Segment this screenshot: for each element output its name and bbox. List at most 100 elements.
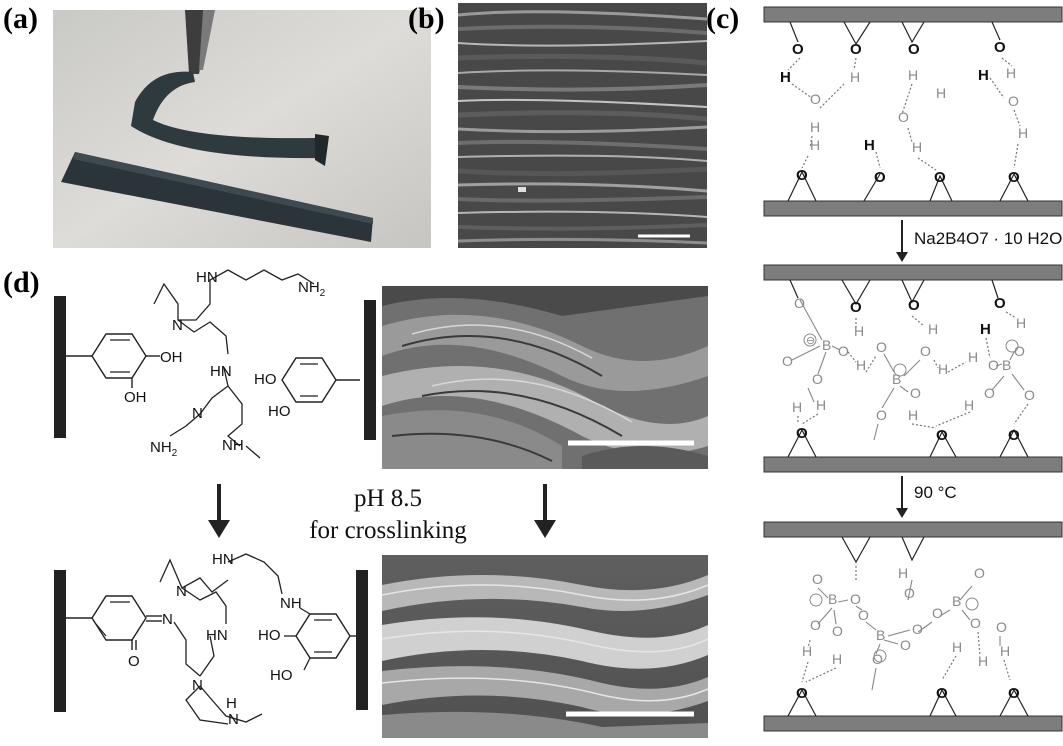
svg-text:O: O: [994, 295, 1006, 312]
top-chemical-structure: OH OH HN NH2 N HN N NH2 NH HO HO: [50, 256, 364, 471]
svg-text:H: H: [978, 67, 989, 84]
svg-text:O: O: [810, 91, 821, 107]
svg-text:H: H: [792, 399, 802, 415]
svg-text:O: O: [850, 591, 861, 607]
svg-text:H: H: [978, 653, 988, 669]
svg-text:O: O: [936, 685, 948, 702]
svg-text:HN: HN: [210, 363, 232, 380]
svg-text:O: O: [812, 571, 823, 587]
panel-b-sem-image: [458, 3, 707, 248]
svg-text:O: O: [782, 353, 793, 369]
svg-text:O: O: [988, 357, 999, 373]
svg-text:O: O: [1008, 427, 1020, 444]
svg-text:HN: HN: [212, 551, 234, 568]
svg-text:H: H: [1006, 65, 1016, 81]
svg-text:NH: NH: [222, 437, 244, 454]
svg-text:O: O: [858, 607, 869, 623]
svg-text:O: O: [1008, 685, 1020, 702]
svg-text:HO: HO: [254, 371, 277, 388]
panel-d-sem-bottom: [382, 555, 708, 738]
left-down-arrow: [206, 484, 232, 540]
svg-text:O: O: [994, 39, 1006, 56]
svg-text:O: O: [796, 425, 808, 442]
svg-text:O: O: [1014, 343, 1025, 359]
right-down-arrow: [532, 484, 558, 540]
svg-text:O: O: [128, 653, 140, 670]
svg-text:H: H: [938, 361, 948, 377]
svg-text:O: O: [912, 621, 923, 637]
svg-text:H: H: [802, 643, 812, 659]
svg-text:O: O: [872, 651, 883, 667]
bottom-chemical-structure: N O HN N HN NH N H N HO HO: [50, 548, 360, 738]
reagent-label: Na2B4O7 · 10 H2O: [914, 229, 1062, 248]
svg-text:H: H: [226, 695, 237, 712]
svg-text:HO: HO: [258, 627, 281, 644]
svg-text:B: B: [892, 371, 901, 387]
svg-text:HO: HO: [270, 667, 293, 684]
svg-text:O: O: [936, 427, 948, 444]
panel-d-sem-top: [382, 286, 708, 469]
top-right-substrate-bar: [364, 300, 376, 440]
svg-text:O: O: [974, 565, 985, 581]
panel-label-d: (d): [3, 266, 40, 299]
svg-text:B: B: [1002, 357, 1011, 373]
svg-text:H: H: [980, 321, 991, 338]
svg-text:H: H: [810, 137, 820, 153]
svg-text:O: O: [1008, 169, 1020, 186]
svg-text:N: N: [228, 711, 239, 728]
svg-text:NH: NH: [280, 595, 302, 612]
svg-text:H: H: [936, 85, 946, 101]
svg-text:O: O: [796, 167, 808, 184]
svg-text:O: O: [812, 371, 823, 387]
svg-text:HO: HO: [268, 403, 291, 420]
svg-text:O: O: [984, 385, 995, 401]
svg-text:H: H: [908, 407, 918, 423]
svg-text:N: N: [176, 583, 187, 600]
ph-condition: pH 8.5: [353, 485, 423, 512]
svg-text:O: O: [796, 685, 808, 702]
svg-text:N: N: [162, 611, 173, 628]
svg-text:B: B: [952, 593, 961, 609]
svg-text:B: B: [822, 337, 831, 353]
svg-text:O: O: [874, 169, 886, 186]
svg-text:O: O: [1008, 93, 1019, 109]
svg-text:H: H: [912, 139, 922, 155]
svg-text:OH: OH: [124, 389, 147, 406]
svg-text:H: H: [816, 397, 826, 413]
svg-text:O: O: [908, 41, 920, 58]
svg-text:B: B: [828, 591, 837, 607]
svg-text:H: H: [1000, 643, 1010, 659]
svg-text:O: O: [910, 385, 921, 401]
svg-text:O: O: [934, 169, 946, 186]
svg-text:NH2: NH2: [150, 439, 178, 459]
svg-text:O: O: [850, 41, 862, 58]
svg-text:N: N: [192, 677, 203, 694]
svg-text:O: O: [996, 619, 1007, 635]
svg-text:⊖: ⊖: [806, 335, 815, 347]
svg-text:O: O: [932, 605, 943, 621]
panel-label-c: (c): [706, 2, 740, 35]
svg-text:O: O: [898, 109, 909, 125]
svg-text:O: O: [920, 343, 931, 359]
temperature-label: 90 °C: [914, 483, 957, 502]
svg-text:O: O: [1024, 387, 1035, 403]
svg-text:H: H: [810, 119, 820, 135]
svg-text:O: O: [908, 297, 920, 314]
svg-text:H: H: [952, 639, 962, 655]
svg-text:O: O: [810, 617, 821, 633]
svg-text:H: H: [864, 137, 875, 154]
svg-text:B: B: [876, 627, 885, 643]
svg-text:O: O: [850, 299, 862, 316]
svg-text:H: H: [780, 69, 791, 86]
svg-text:H: H: [1016, 315, 1026, 331]
svg-text:O: O: [876, 407, 887, 423]
svg-text:O: O: [838, 343, 849, 359]
panel-label-a: (a): [3, 2, 38, 35]
svg-text:O: O: [832, 623, 843, 639]
svg-text:H: H: [898, 565, 908, 581]
svg-text:H: H: [854, 323, 864, 339]
svg-text:H: H: [856, 357, 866, 373]
svg-text:OH: OH: [160, 349, 183, 366]
svg-text:H: H: [964, 397, 974, 413]
